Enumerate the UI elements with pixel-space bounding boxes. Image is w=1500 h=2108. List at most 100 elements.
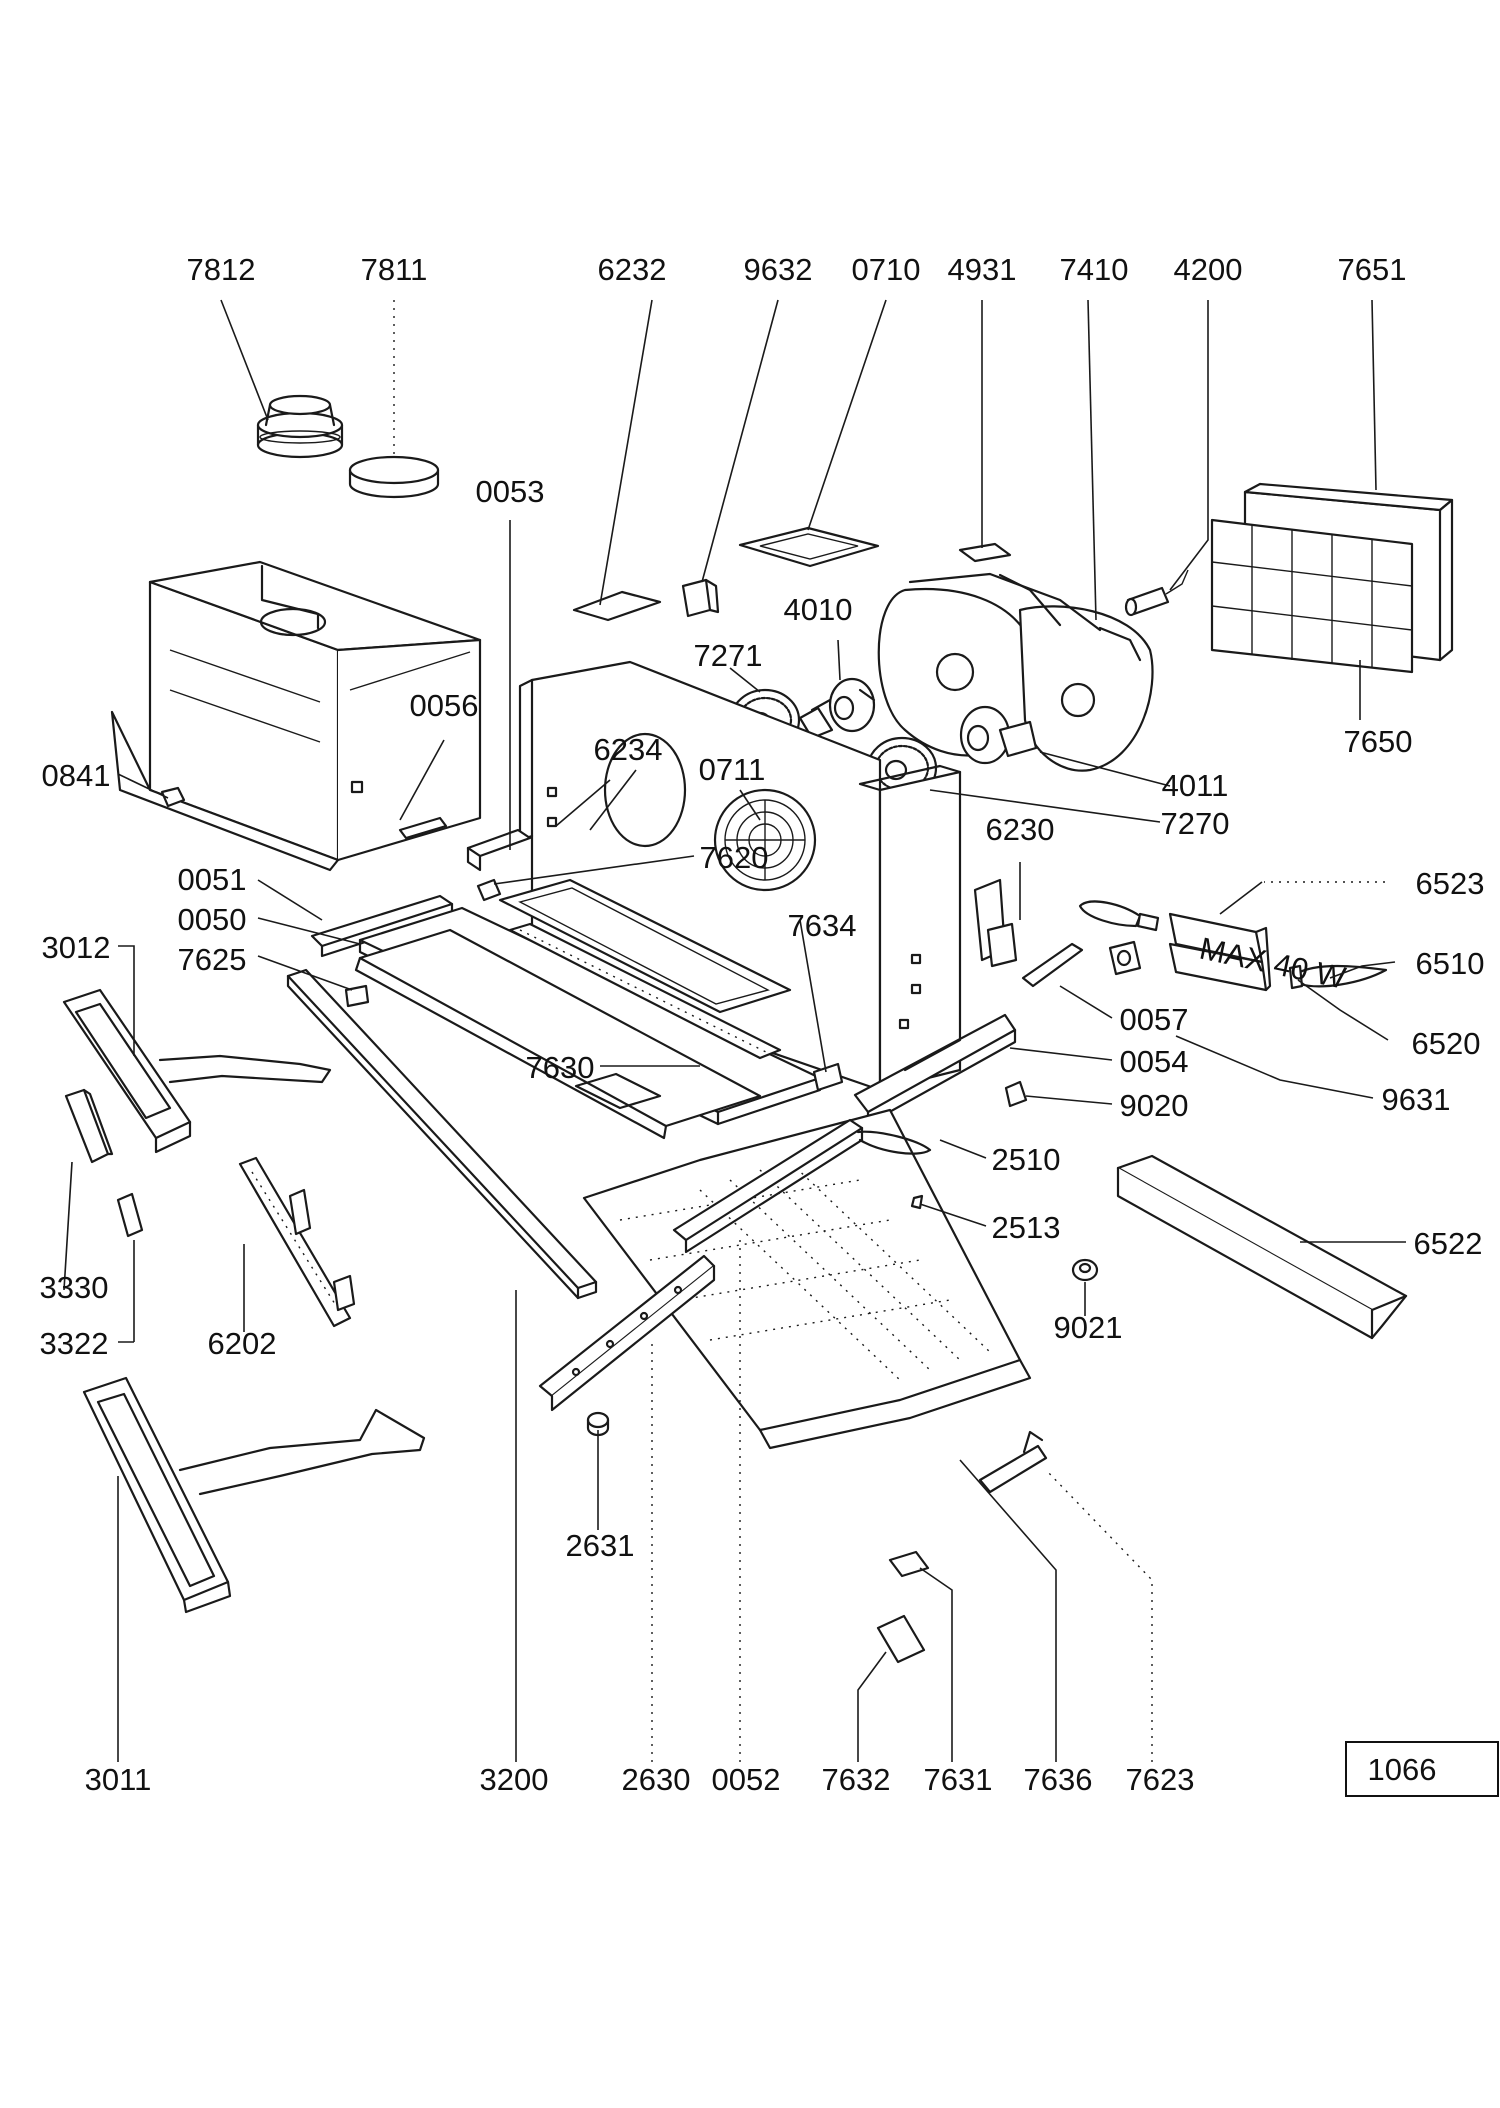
label-7625: 7625 — [178, 942, 247, 977]
label-0051: 0051 — [178, 862, 247, 897]
duct-adapter-7812 — [256, 394, 344, 459]
part-number-labels: 7812 7811 6232 9632 0710 4931 7410 4200 … — [40, 252, 1485, 1797]
label-9631: 9631 — [1382, 1082, 1451, 1117]
label-0054: 0054 — [1120, 1044, 1189, 1079]
label-3330: 3330 — [40, 1270, 109, 1305]
leader-lines — [63, 299, 1406, 1762]
label-3322: 3322 — [40, 1326, 109, 1361]
label-7812: 7812 — [187, 252, 256, 287]
bracket-9631 — [1108, 940, 1142, 976]
switch-bracket-6230 — [973, 878, 1018, 968]
slide-rail-2630 — [538, 1254, 716, 1412]
label-9021: 9021 — [1054, 1310, 1123, 1345]
hood-shell-0056 — [110, 560, 482, 872]
duct-cap-7811 — [348, 455, 440, 499]
nut-2631 — [586, 1411, 610, 1437]
label-4200: 4200 — [1174, 252, 1243, 287]
front-cover-7630 — [354, 928, 762, 1140]
nut-9021 — [1071, 1258, 1099, 1282]
grille-plate-0710 — [738, 526, 880, 568]
label-4010: 4010 — [784, 592, 853, 627]
label-9020: 9020 — [1120, 1088, 1189, 1123]
filter-frame-7620 — [498, 878, 792, 1014]
drawer-chassis-0052 — [582, 1108, 1032, 1450]
label-7632: 7632 — [822, 1762, 891, 1797]
side-panel-right — [858, 764, 962, 1092]
handle-3011 — [82, 1376, 426, 1614]
label-6523: 6523 — [1416, 866, 1485, 901]
motor-4010 — [798, 677, 876, 740]
knob-3330 — [64, 1088, 114, 1164]
clip-7620 — [476, 878, 502, 902]
front-strip-6522 — [1116, 1154, 1408, 1340]
label-0710: 0710 — [852, 252, 921, 287]
part-7634 — [812, 1062, 844, 1092]
clip-0841 — [160, 786, 186, 808]
lamp-holder-6523: MAX 40 W — [1168, 912, 1350, 996]
grease-filter-7650 — [1210, 518, 1414, 674]
label-6202: 6202 — [208, 1326, 277, 1361]
rail-0053 — [466, 828, 532, 872]
label-9632: 9632 — [744, 252, 813, 287]
label-7270: 7270 — [1161, 806, 1230, 841]
circuit-board-6202 — [238, 1156, 356, 1328]
label-7410: 7410 — [1060, 252, 1129, 287]
label-7620: 7620 — [700, 840, 769, 875]
label-7631: 7631 — [924, 1762, 993, 1797]
label-7630: 7630 — [526, 1050, 595, 1085]
knob-3322 — [116, 1192, 144, 1238]
plate-4931 — [958, 542, 1012, 563]
label-2513: 2513 — [992, 1210, 1061, 1245]
label-6234: 6234 — [594, 732, 663, 767]
label-7634: 7634 — [788, 908, 857, 943]
label-0052: 0052 — [712, 1762, 781, 1797]
label-0057: 0057 — [1120, 1002, 1189, 1037]
bar-0057 — [1021, 942, 1084, 988]
lamp-6520 — [1288, 964, 1388, 990]
label-3200: 3200 — [480, 1762, 549, 1797]
label-0841: 0841 — [42, 758, 111, 793]
capacitor-4200 — [1124, 569, 1189, 617]
label-3011: 3011 — [85, 1762, 152, 1797]
label-0711: 0711 — [699, 752, 766, 787]
label-7636: 7636 — [1024, 1762, 1093, 1797]
label-4011: 4011 — [1162, 768, 1229, 803]
label-2630: 2630 — [622, 1762, 691, 1797]
label-2631: 2631 — [566, 1528, 635, 1563]
control-plate-3012 — [62, 988, 332, 1154]
label-7650: 7650 — [1344, 724, 1413, 759]
label-6520: 6520 — [1412, 1026, 1481, 1061]
lamp-marking: MAX 40 W — [1197, 931, 1350, 996]
label-0056: 0056 — [410, 688, 479, 723]
motor-4011 — [959, 705, 1038, 765]
clip-9020 — [1004, 1080, 1028, 1108]
label-7623: 7623 — [1126, 1762, 1195, 1797]
label-4931: 4931 — [948, 252, 1017, 287]
bracket-9632 — [681, 578, 720, 618]
label-7811: 7811 — [361, 252, 428, 287]
label-0050: 0050 — [178, 902, 247, 937]
rail-0056 — [398, 816, 448, 840]
page-code: 1066 — [1368, 1752, 1437, 1787]
label-7651: 7651 — [1338, 252, 1407, 287]
label-0053: 0053 — [476, 474, 545, 509]
label-7271: 7271 — [694, 638, 763, 673]
label-6232: 6232 — [598, 252, 667, 287]
label-6510: 6510 — [1416, 946, 1485, 981]
lamp-6510 — [1078, 900, 1160, 932]
clip-7631 — [888, 1550, 930, 1578]
label-6522: 6522 — [1414, 1226, 1483, 1261]
label-sheet-6232 — [572, 590, 662, 622]
filter-strip — [508, 922, 782, 1060]
page-code-box: 1066 — [1345, 1741, 1499, 1797]
cross-bar-7636 — [672, 1118, 864, 1254]
clip-7632 — [876, 1614, 926, 1664]
label-2510: 2510 — [992, 1142, 1061, 1177]
spring-2510 — [856, 1130, 932, 1155]
label-6230: 6230 — [986, 812, 1055, 847]
label-3012: 3012 — [42, 930, 111, 965]
screw-2513 — [910, 1194, 924, 1210]
latch-7625 — [344, 984, 370, 1008]
hinge-7623 — [978, 1430, 1048, 1494]
